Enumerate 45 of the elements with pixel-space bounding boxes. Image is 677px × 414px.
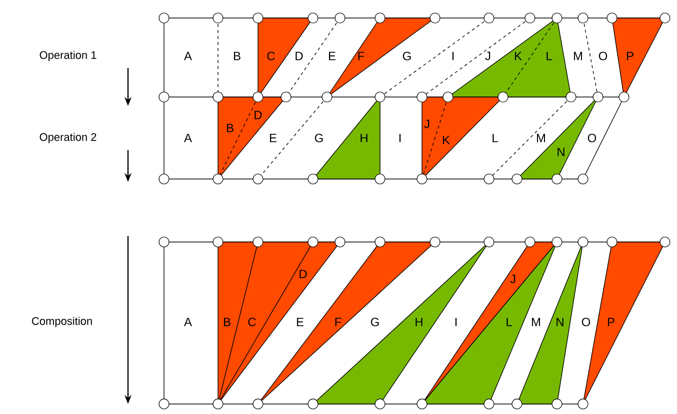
region-letter: C	[267, 52, 275, 60]
region-letter: M	[574, 52, 582, 60]
region-letter: L	[492, 134, 498, 142]
region-letter: D	[254, 110, 262, 120]
region-letter: I	[455, 318, 457, 326]
region-letter: B	[234, 52, 240, 60]
region-letter: J	[510, 274, 516, 284]
region-letter: N	[556, 318, 564, 326]
row-label: Composition	[32, 316, 92, 328]
region-letter: I	[452, 52, 454, 60]
region-letter: G	[370, 318, 379, 326]
region-letter: I	[399, 134, 401, 142]
region-letter: E	[297, 318, 304, 326]
row-label: Operation 2	[40, 132, 96, 144]
region-letter: K	[443, 136, 450, 144]
region-letter: M	[537, 134, 545, 142]
region-letter: J	[424, 120, 430, 128]
region-letter: A	[184, 318, 192, 326]
region-letter: O	[582, 318, 590, 326]
region-letter: E	[329, 52, 336, 60]
region-letter: P	[626, 52, 634, 60]
region-letter: D	[296, 52, 303, 60]
region-letter: F	[335, 318, 342, 326]
region-letter: H	[416, 318, 422, 326]
region-letter: B	[224, 318, 230, 326]
region-letter: C	[248, 318, 256, 326]
region-letter: O	[588, 134, 596, 142]
row-label: Operation 1	[40, 50, 96, 62]
region-letter: G	[314, 134, 323, 142]
region-letter: G	[402, 52, 411, 60]
region-letter: F	[358, 52, 364, 60]
region-letter: P	[608, 318, 614, 326]
region-letter: L	[546, 52, 552, 60]
region-letter: K	[514, 52, 522, 60]
region-letter: B	[227, 124, 234, 132]
region-letter: O	[598, 52, 608, 60]
region-letter: D	[300, 270, 307, 278]
region-letter: A	[184, 52, 192, 60]
region-letter: M	[532, 318, 540, 326]
region-letter: N	[558, 148, 564, 156]
region-letter: E	[270, 134, 276, 142]
region-letter: J	[485, 52, 490, 60]
region-letter: H	[360, 134, 368, 142]
region-letter: A	[184, 134, 192, 142]
region-letter: L	[506, 318, 512, 326]
